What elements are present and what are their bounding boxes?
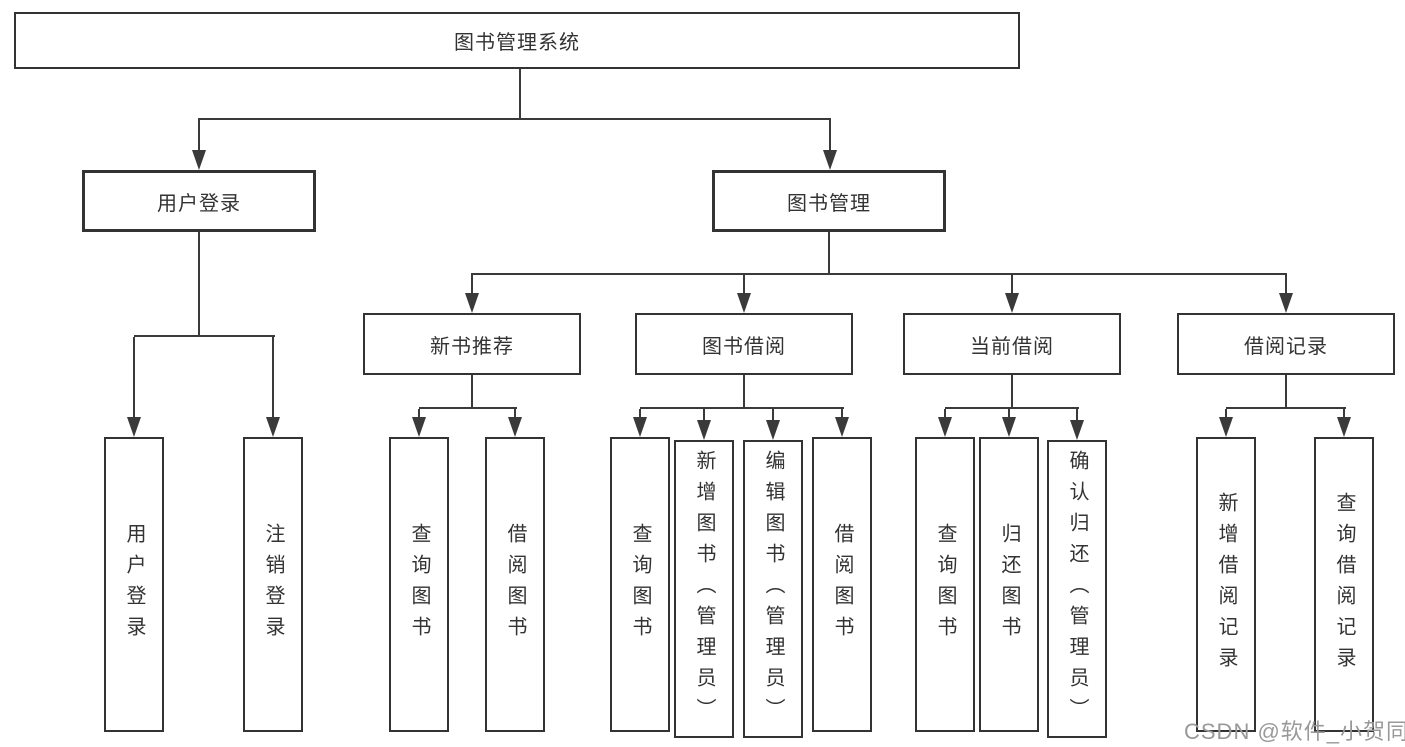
leaf-label: 归还图书 (998, 522, 1020, 647)
node-add-borrow-record: 新增借阅记录 (1196, 437, 1256, 732)
arrow-down-icon (697, 420, 711, 440)
node-borrow-books-recommend: 借阅图书 (485, 437, 545, 732)
arrow-down-icon (823, 150, 837, 170)
arrow-down-icon (508, 417, 522, 437)
connector-line (841, 409, 843, 417)
connector-line (1008, 409, 1010, 417)
connector-line (703, 409, 705, 420)
connector-line (640, 407, 844, 409)
connector-line (519, 69, 521, 120)
leaf-label: 查询借阅记录 (1333, 491, 1355, 678)
node-query-books-current: 查询图书 (915, 437, 975, 732)
connector-line (1011, 275, 1013, 293)
connector-line (829, 120, 831, 150)
node-new-book-recommendation: 新书推荐 (363, 313, 581, 375)
connector-line (1343, 409, 1345, 417)
connector-line (198, 120, 200, 150)
connector-line (1225, 409, 1227, 417)
node-borrow-books-borrowing: 借阅图书 (812, 437, 872, 732)
node-user-login: 用户登录 (82, 170, 316, 232)
connector-line (133, 337, 135, 417)
node-query-borrow-record: 查询借阅记录 (1314, 437, 1374, 732)
connector-line (418, 409, 420, 417)
leaf-label: 查询图书 (408, 522, 430, 647)
leaf-label: 查询图书 (934, 522, 956, 647)
leaf-label: 编辑图书（管理员） (762, 449, 784, 729)
leaf-label: 借阅图书 (831, 522, 853, 647)
connector-line (1076, 409, 1078, 420)
node-user-login-action: 用户登录 (104, 437, 164, 732)
connector-line (1285, 374, 1287, 407)
arrow-down-icon (1219, 417, 1233, 437)
node-edit-book-admin: 编辑图书（管理员） (743, 440, 803, 738)
connector-line (198, 231, 200, 335)
connector-line (1285, 275, 1287, 293)
node-library-management-system: 图书管理系统 (14, 12, 1020, 69)
node-confirm-return-admin: 确认归还（管理员） (1047, 440, 1107, 738)
node-add-book-admin: 新增图书（管理员） (674, 440, 734, 738)
arrow-down-icon (766, 420, 780, 440)
connector-line (471, 273, 1287, 275)
connector-line (1011, 374, 1013, 407)
node-query-books-borrowing: 查询图书 (610, 437, 670, 732)
leaf-label: 新增图书（管理员） (693, 449, 715, 729)
arrow-down-icon (737, 293, 751, 313)
arrow-down-icon (1002, 417, 1016, 437)
arrow-down-icon (1070, 420, 1084, 440)
arrow-down-icon (1337, 417, 1351, 437)
arrow-down-icon (192, 150, 206, 170)
connector-line (743, 275, 745, 293)
connector-line (772, 409, 774, 420)
connector-line (944, 409, 946, 417)
connector-line (945, 407, 1079, 409)
connector-line (471, 275, 473, 293)
arrow-down-icon (412, 417, 426, 437)
leaf-label: 注销登录 (262, 522, 284, 647)
connector-line (471, 374, 473, 407)
arrow-down-icon (633, 417, 647, 437)
node-book-borrowing: 图书借阅 (635, 313, 853, 375)
node-return-books: 归还图书 (979, 437, 1039, 732)
node-borrowing-records: 借阅记录 (1177, 313, 1395, 375)
connector-line (743, 374, 745, 407)
arrow-down-icon (266, 417, 280, 437)
node-current-borrowing: 当前借阅 (903, 313, 1121, 375)
connector-line (134, 335, 275, 337)
connector-line (419, 407, 517, 409)
arrow-down-icon (127, 417, 141, 437)
csdn-watermark: CSDN @软件_小贺同学 (1184, 719, 1405, 744)
leaf-label: 确认归还（管理员） (1066, 449, 1088, 729)
connector-line (272, 337, 274, 417)
connector-line (639, 409, 641, 417)
leaf-label: 借阅图书 (504, 522, 526, 647)
arrow-down-icon (465, 293, 479, 313)
node-book-management: 图书管理 (712, 170, 946, 232)
arrow-down-icon (835, 417, 849, 437)
node-query-books-recommend: 查询图书 (389, 437, 449, 732)
arrow-down-icon (1005, 293, 1019, 313)
leaf-label: 用户登录 (123, 522, 145, 647)
connector-line (514, 409, 516, 417)
connector-line (198, 118, 831, 120)
connector-line (828, 231, 830, 273)
leaf-label: 查询图书 (629, 522, 651, 647)
leaf-label: 新增借阅记录 (1215, 491, 1237, 678)
connector-line (1226, 407, 1346, 409)
arrow-down-icon (938, 417, 952, 437)
arrow-down-icon (1279, 293, 1293, 313)
node-logout: 注销登录 (243, 437, 303, 732)
